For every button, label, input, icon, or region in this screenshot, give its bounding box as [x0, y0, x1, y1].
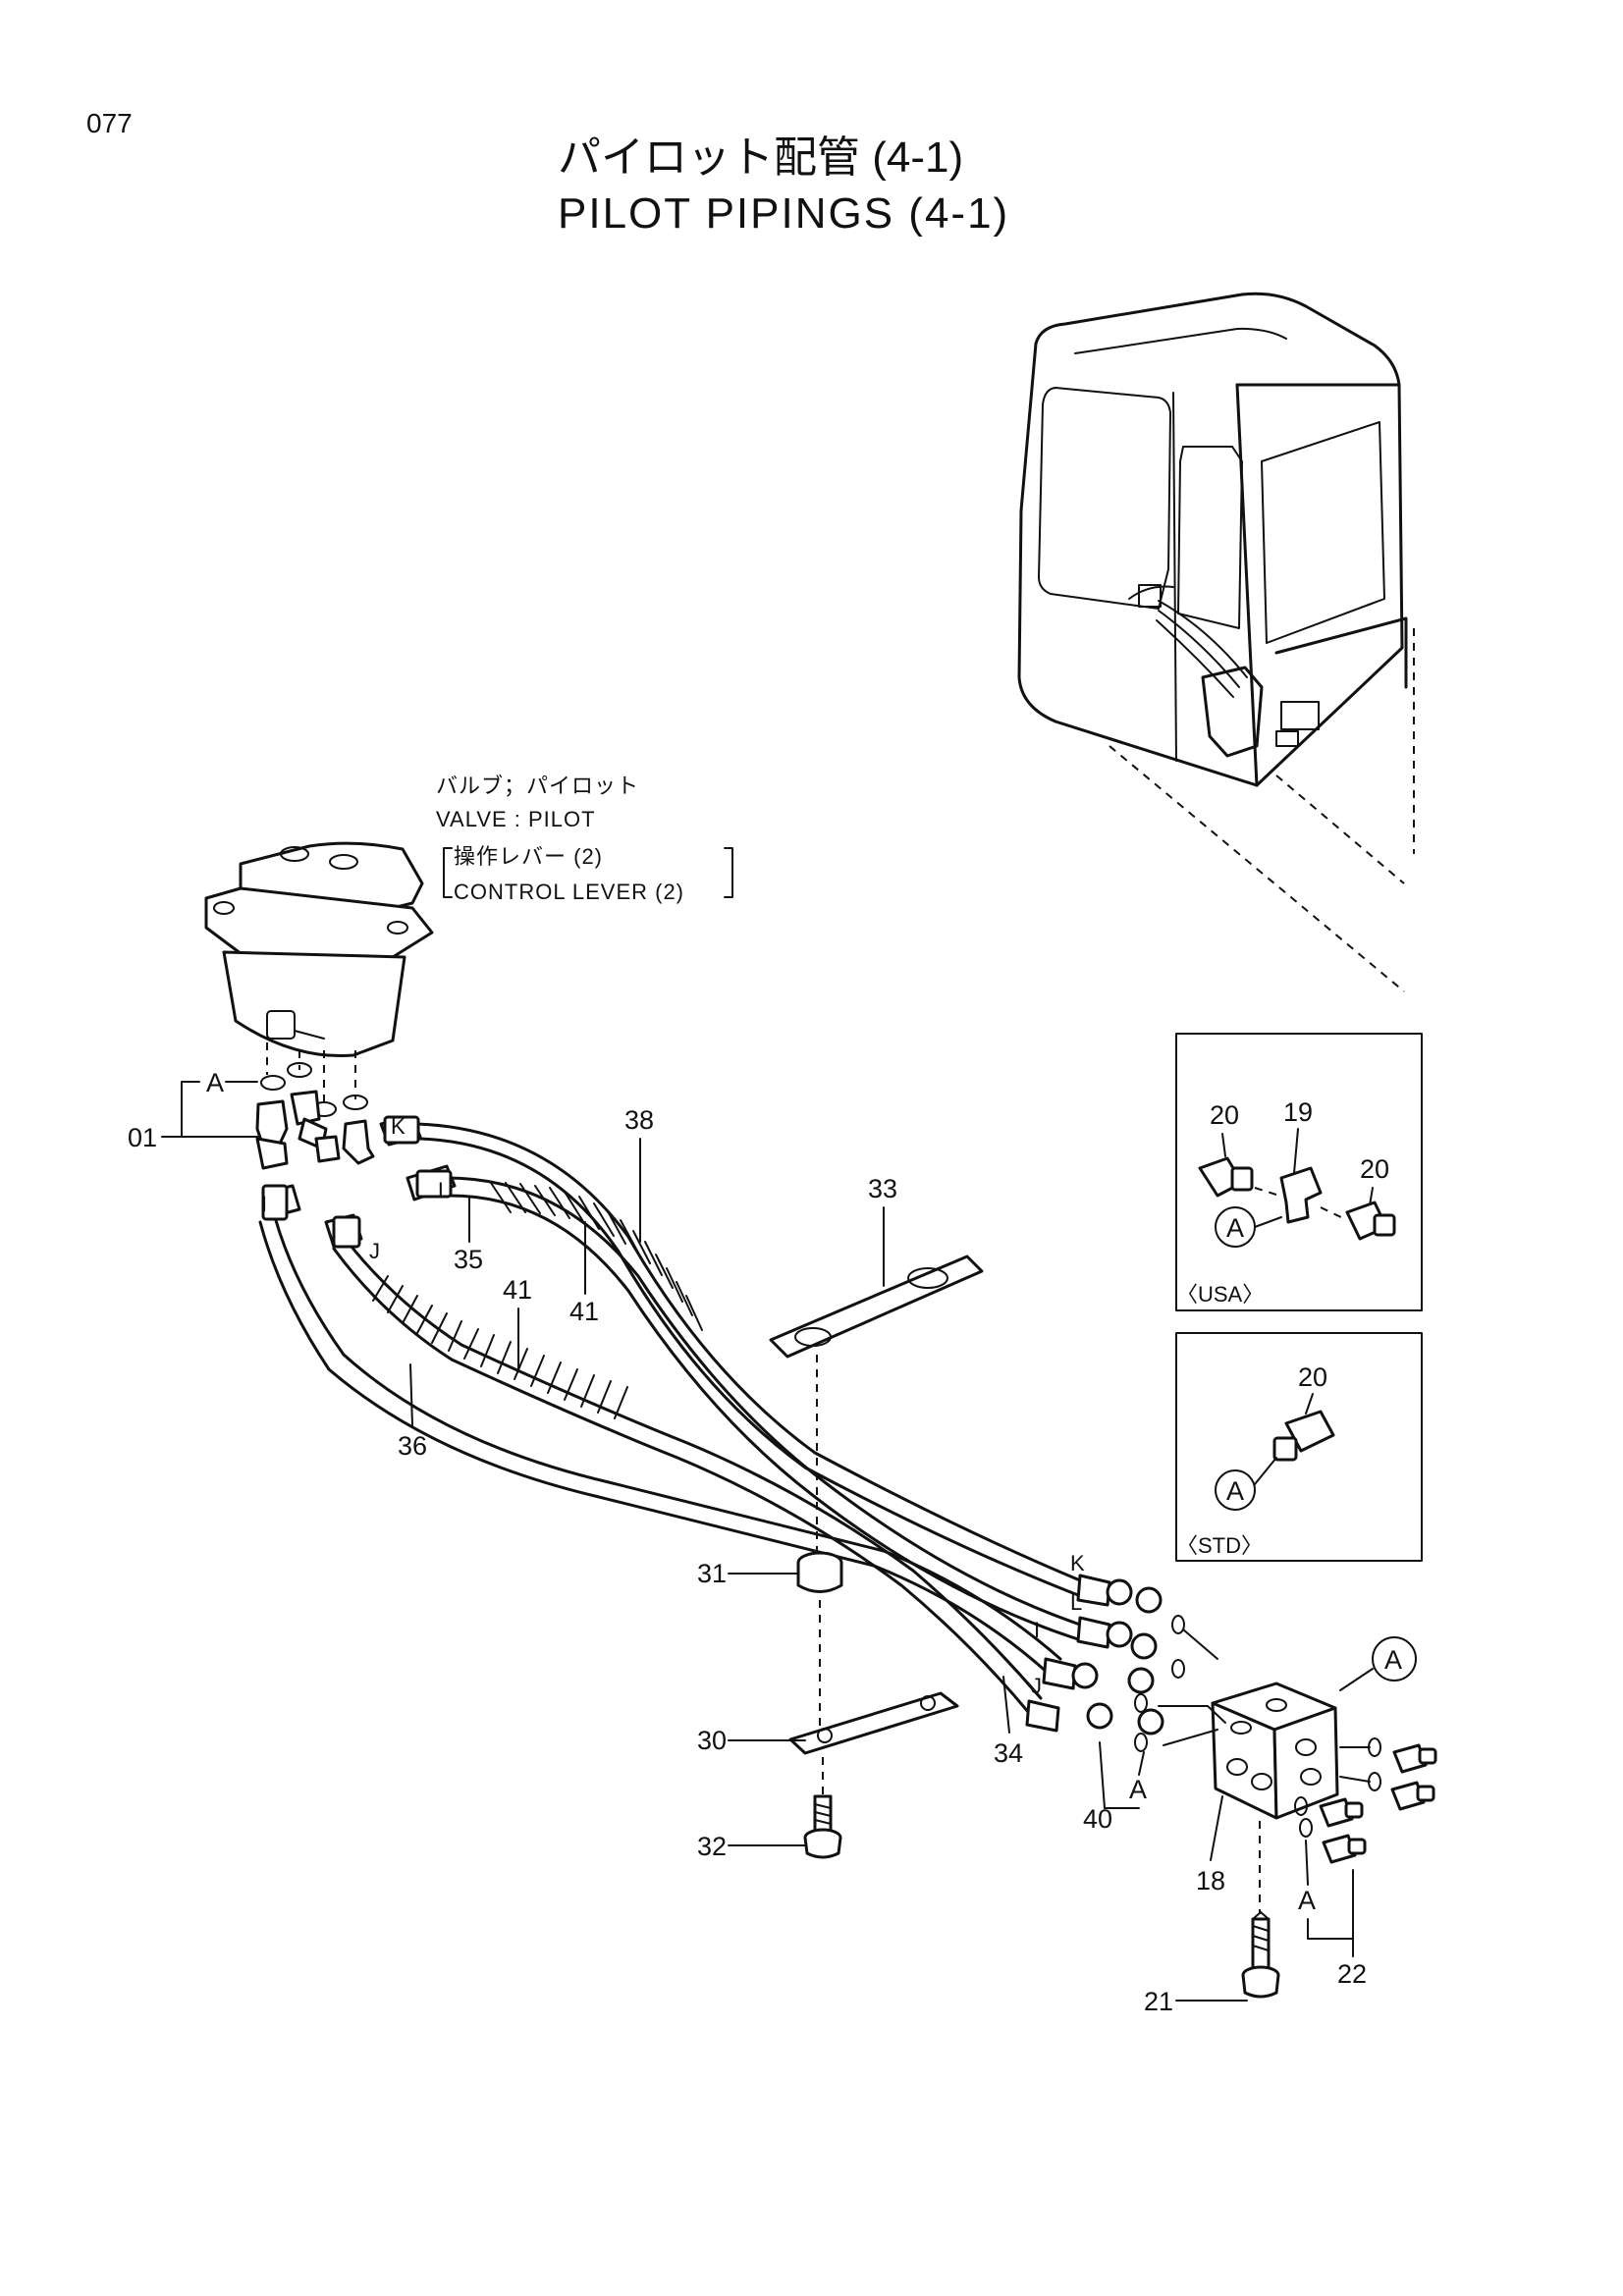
- callout-41b: 41: [569, 1297, 599, 1326]
- seals-and-plugs: [1134, 1615, 1437, 1864]
- callout-refA-40: A: [1129, 1775, 1147, 1804]
- title-japanese: パイロット配管 (4-1): [558, 133, 963, 182]
- callout-22: 22: [1337, 1959, 1367, 1989]
- callout-circle-a: A: [1384, 1645, 1402, 1675]
- valve-caption: バルブ；パイロット VALVE : PILOT 操作レバー (2) CONTRO…: [436, 774, 733, 904]
- inset-usa-part-20a: 20: [1210, 1100, 1239, 1130]
- hose-letter-j-bot: J: [1031, 1674, 1042, 1698]
- hose-letter-k-top: K: [391, 1114, 406, 1139]
- protective-coil-l: [490, 1182, 703, 1331]
- valve-caption-ja: バルブ；パイロット: [436, 774, 639, 798]
- clamp-spacer-31: [796, 1551, 843, 1593]
- callout-34: 34: [994, 1738, 1023, 1768]
- lever-caption-ja: 操作レバー (2): [454, 844, 603, 869]
- inset-usa-ref-a: A: [1226, 1213, 1244, 1243]
- hose-letter-l-bot: L: [1070, 1590, 1082, 1615]
- protective-coil-j: [372, 1275, 628, 1419]
- inset-std-label: 〈STD〉: [1176, 1533, 1263, 1558]
- callout-18: 18: [1196, 1866, 1225, 1896]
- hose-letter-i-bot: I: [1034, 1618, 1040, 1642]
- hose-letter-j-top: J: [369, 1239, 380, 1263]
- callout-32: 32: [697, 1832, 727, 1861]
- bolt-32: [803, 1794, 842, 1859]
- inset-usa-part-20b: 20: [1360, 1154, 1389, 1184]
- callout-31: 31: [697, 1559, 727, 1588]
- callout-30: 30: [697, 1726, 727, 1755]
- hose-letter-k-bot: K: [1070, 1551, 1085, 1575]
- inset-usa: 20 19 20 A 〈USA〉: [1175, 1033, 1423, 1311]
- inset-std-part-20: 20: [1298, 1362, 1327, 1392]
- hose-ends-top: [261, 1115, 453, 1249]
- inset-std-ref-a: A: [1226, 1476, 1244, 1506]
- pilot-valve: [204, 841, 434, 1109]
- title-english: PILOT PIPINGS (4-1): [558, 189, 1009, 238]
- inset-usa-label: 〈USA〉: [1176, 1282, 1264, 1307]
- lever-caption-en: CONTROL LEVER (2): [454, 880, 684, 904]
- inset-usa-part-19: 19: [1283, 1097, 1313, 1127]
- hose-bundle: [258, 1122, 1082, 1715]
- callouts: A 01 38 35 41 41 36 33 31 30 32 34: [128, 1068, 1417, 2016]
- cab-illustration: [1017, 292, 1415, 992]
- block-18: [1211, 1682, 1339, 1820]
- clamp-plate-33: [769, 1255, 984, 1359]
- callout-refA-top: A: [206, 1068, 224, 1097]
- callout-36: 36: [398, 1431, 427, 1461]
- page-number: 077: [86, 108, 133, 138]
- hose-letters: K L I J K L I J: [261, 1114, 1085, 1698]
- bolt-21: [1241, 1911, 1280, 1999]
- hose-letter-l-top: L: [438, 1178, 450, 1202]
- inset-std: 20 A 〈STD〉: [1175, 1332, 1423, 1562]
- callout-38: 38: [624, 1105, 654, 1135]
- callout-01: 01: [128, 1123, 157, 1152]
- callout-33: 33: [868, 1174, 897, 1203]
- hose-letter-i-top: I: [261, 1192, 267, 1216]
- valve-caption-en: VALVE : PILOT: [436, 807, 596, 831]
- callout-35: 35: [454, 1245, 483, 1274]
- callout-41a: 41: [503, 1275, 532, 1305]
- callout-21: 21: [1144, 1987, 1173, 2016]
- clamp-plate-30: [788, 1691, 959, 1755]
- callout-refA-22: A: [1298, 1886, 1316, 1915]
- hose-ends-bottom: [1025, 1574, 1164, 1735]
